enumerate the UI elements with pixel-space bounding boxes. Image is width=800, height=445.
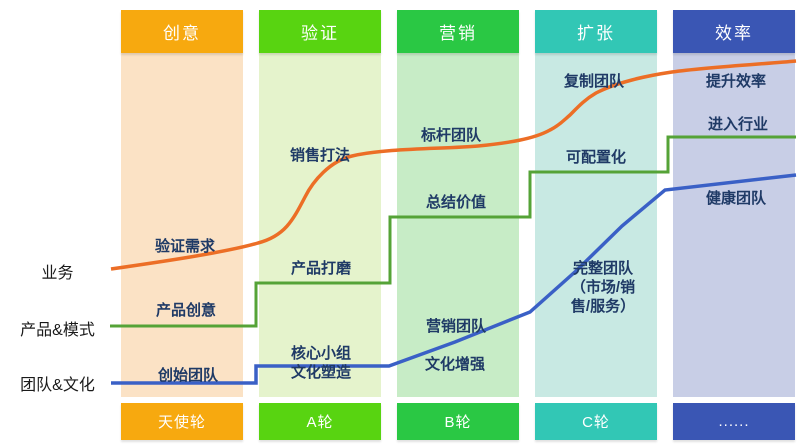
annotation-culture-strengthen: 文化增强 bbox=[424, 356, 486, 373]
annotation-marketing-team: 营销团队 bbox=[425, 318, 487, 335]
annotation-improve-efficiency: 提升效率 bbox=[705, 73, 767, 90]
stage-column-body-expansion bbox=[535, 53, 657, 397]
annotation-founding-team: 创始团队 bbox=[157, 367, 219, 384]
row-label-product-model: 产品&模式 bbox=[20, 322, 95, 339]
row-label-team-culture: 团队&文化 bbox=[20, 377, 95, 394]
stage-header-expansion: 扩张 bbox=[535, 10, 657, 53]
stage-column-body-marketing bbox=[397, 53, 519, 397]
annotation-core-group-culture: 核心小组 文化塑造 bbox=[290, 345, 352, 381]
round-label-later: ...... bbox=[673, 403, 795, 440]
annotation-healthy-team: 健康团队 bbox=[705, 190, 767, 207]
annotation-validate-demand: 验证需求 bbox=[154, 238, 216, 255]
round-label-angel: 天使轮 bbox=[121, 403, 243, 440]
annotation-product-idea: 产品创意 bbox=[155, 302, 217, 319]
annotation-configurable: 可配置化 bbox=[565, 149, 627, 166]
annotation-benchmark-team: 标杆团队 bbox=[420, 127, 482, 144]
annotation-enter-industry: 进入行业 bbox=[707, 116, 769, 133]
round-label-a: A轮 bbox=[259, 403, 381, 440]
stage-header-idea: 创意 bbox=[121, 10, 243, 53]
stage-header-efficiency: 效率 bbox=[673, 10, 795, 53]
annotation-summarize-value: 总结价值 bbox=[425, 194, 487, 211]
annotation-sales-playbook: 销售打法 bbox=[289, 147, 351, 164]
stage-column-body-efficiency bbox=[673, 53, 795, 397]
annotation-replicate-team: 复制团队 bbox=[563, 73, 625, 90]
stage-column-body-idea bbox=[121, 53, 243, 397]
stage-header-validate: 验证 bbox=[259, 10, 381, 53]
annotation-complete-team: 完整团队 （市场/销 售/服务） bbox=[570, 260, 636, 315]
row-label-business: 业务 bbox=[41, 265, 74, 282]
round-label-c: C轮 bbox=[535, 403, 657, 440]
annotation-product-polish: 产品打磨 bbox=[290, 260, 352, 277]
stage-header-marketing: 营销 bbox=[397, 10, 519, 53]
round-label-b: B轮 bbox=[397, 403, 519, 440]
